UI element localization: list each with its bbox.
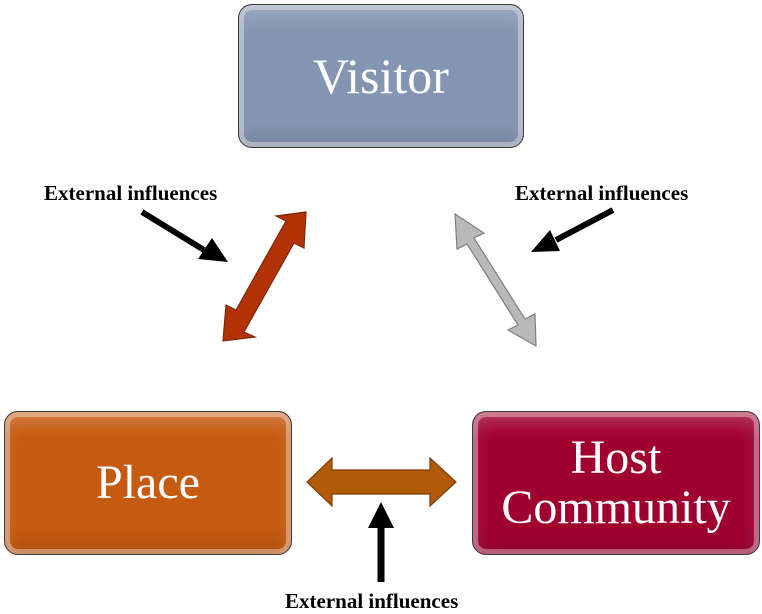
influence-arrow-left [140, 209, 228, 262]
host-community-node: Host Community [472, 411, 760, 555]
host-community-label-line1: Host [570, 430, 662, 484]
place-host-double-arrow [306, 456, 457, 508]
external-influences-label-left: External influences [44, 181, 218, 205]
place-node-label: Place [96, 455, 200, 509]
external-influences-label-bottom: External influences [285, 589, 459, 613]
visitor-place-double-arrow [222, 211, 307, 342]
visitor-node-label: Visitor [313, 47, 449, 104]
visitor-host-double-arrow [454, 212, 537, 348]
visitor-node: Visitor [238, 4, 524, 148]
external-influences-label-right: External influences [515, 181, 689, 205]
host-community-label-line2: Community [501, 481, 731, 534]
place-node: Place [4, 411, 292, 555]
influence-arrow-right [531, 207, 615, 252]
influence-arrow-bottom [368, 502, 394, 582]
